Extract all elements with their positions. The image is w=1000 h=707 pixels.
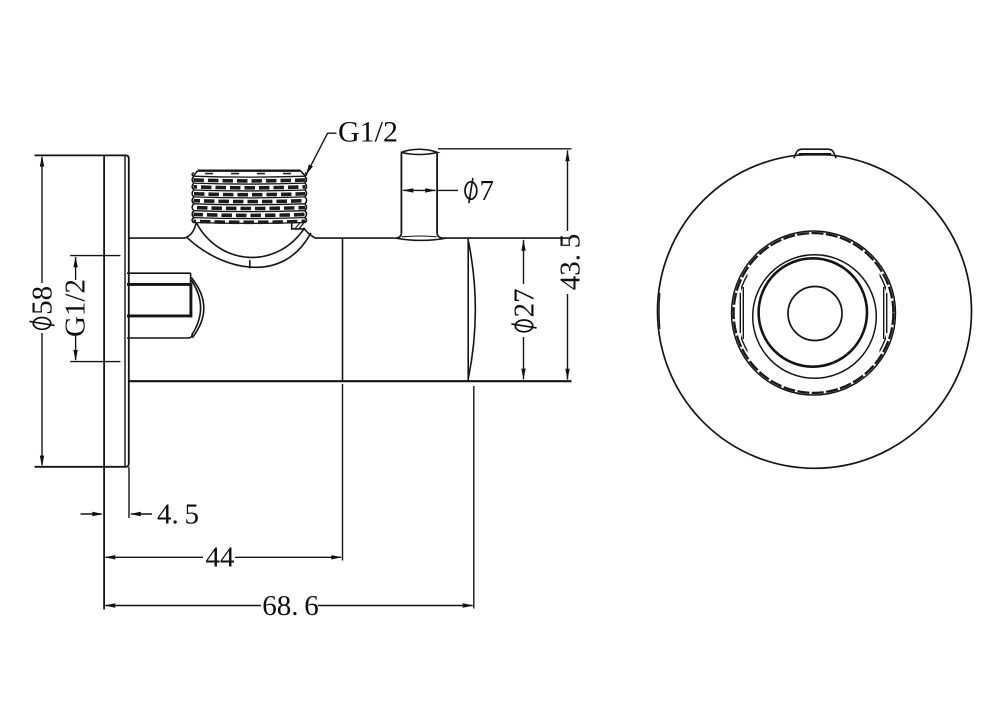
- svg-text:68. 6: 68. 6: [262, 590, 319, 622]
- svg-text:43. 5: 43. 5: [555, 234, 587, 291]
- svg-text:4. 5: 4. 5: [157, 499, 199, 531]
- svg-text:58: 58: [27, 286, 59, 315]
- svg-text:G1/2: G1/2: [338, 116, 398, 149]
- svg-text:7: 7: [480, 175, 495, 207]
- svg-text:G1/2: G1/2: [60, 279, 92, 337]
- svg-text:44: 44: [206, 542, 236, 574]
- svg-text:27: 27: [509, 288, 541, 317]
